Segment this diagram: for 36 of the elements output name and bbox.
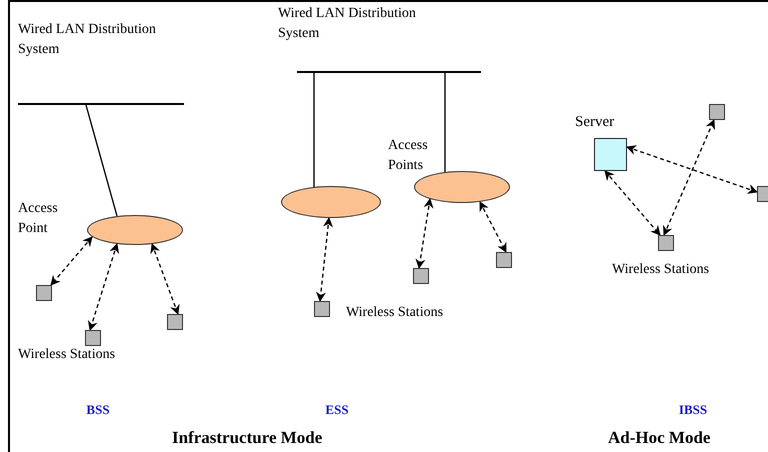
arrow bbox=[316, 217, 333, 302]
wire-line bbox=[444, 73, 446, 172]
arrow bbox=[479, 201, 507, 253]
wire-line bbox=[313, 73, 315, 187]
station-square bbox=[167, 314, 183, 330]
caption-text: Wired LAN Distribution System bbox=[278, 5, 417, 43]
mode-heading: Ad-Hoc Mode bbox=[608, 428, 712, 448]
arrow bbox=[150, 243, 180, 315]
station-square bbox=[709, 104, 725, 120]
network-line bbox=[297, 71, 481, 73]
label-text: Wireless Stations bbox=[18, 346, 116, 364]
label-text: Access Points bbox=[388, 137, 429, 175]
arrow bbox=[50, 236, 93, 286]
wire-line bbox=[85, 104, 118, 216]
network-type-label: BSS bbox=[85, 401, 111, 419]
station-square bbox=[85, 330, 101, 346]
station-square bbox=[496, 252, 512, 268]
label-text: Wireless Stations bbox=[346, 304, 444, 322]
station-square bbox=[36, 285, 52, 301]
network-type-label: ESS bbox=[324, 401, 350, 419]
caption-text: Access Point bbox=[18, 200, 59, 238]
arrow bbox=[626, 145, 758, 194]
access-point-ellipse bbox=[87, 215, 183, 245]
mode-heading: Infrastructure Mode bbox=[172, 428, 324, 448]
station-square bbox=[413, 268, 429, 284]
arrow bbox=[663, 119, 715, 236]
network-line bbox=[18, 103, 184, 105]
network-type-label: IBSS bbox=[678, 401, 708, 419]
arrow bbox=[604, 170, 661, 236]
station-square bbox=[658, 235, 674, 251]
station-square bbox=[314, 301, 330, 317]
arrow bbox=[88, 243, 120, 331]
label-text: Wireless Stations bbox=[612, 261, 710, 279]
caption-text: Wired LAN Distribution System bbox=[18, 21, 157, 59]
arrow bbox=[415, 198, 434, 269]
server-label: Server bbox=[575, 113, 614, 132]
